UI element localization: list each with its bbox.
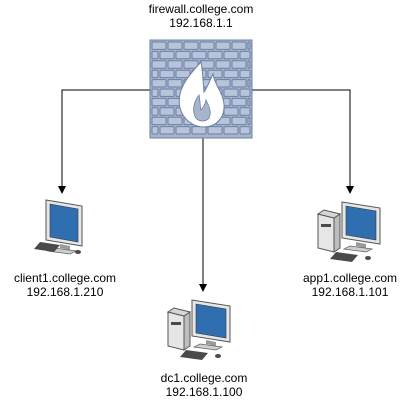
dc1-label: dc1.college.com 192.168.1.100 <box>134 371 274 399</box>
brick <box>239 69 251 79</box>
firewall-label: firewall.college.com 192.168.1.1 <box>126 2 276 30</box>
connectors <box>58 89 354 292</box>
brick <box>167 79 183 88</box>
brick <box>159 69 175 79</box>
app1-ip: 192.168.1.101 <box>311 285 389 299</box>
brick <box>151 41 167 50</box>
brick <box>151 69 159 79</box>
brick <box>239 88 251 97</box>
brick <box>247 60 251 69</box>
brick <box>151 60 167 69</box>
app1-label: app1.college.com 192.168.1.101 <box>280 271 401 299</box>
brick <box>151 116 167 126</box>
brick <box>151 107 159 116</box>
connector-firewall-client1 <box>58 89 150 194</box>
brick <box>231 60 247 69</box>
brick <box>167 41 183 50</box>
brick <box>151 88 159 97</box>
brick <box>183 41 199 50</box>
brick <box>207 126 223 135</box>
brick <box>159 126 175 135</box>
brick <box>167 116 183 126</box>
flame-icon <box>178 60 225 128</box>
client1-ip: 192.168.1.210 <box>26 285 104 299</box>
brick <box>239 107 251 116</box>
brick <box>231 79 247 88</box>
firewall-icon <box>149 39 253 139</box>
client1-label: client1.college.com 192.168.1.210 <box>0 271 135 299</box>
brick <box>175 69 191 79</box>
brick <box>199 41 215 50</box>
brick <box>167 60 183 69</box>
brick <box>215 60 231 69</box>
brick <box>207 50 223 60</box>
brick <box>215 79 231 88</box>
dc1-ip: 192.168.1.100 <box>165 385 243 399</box>
brick <box>151 79 167 88</box>
firewall-hostname: firewall.college.com <box>148 2 254 16</box>
brick <box>223 126 239 135</box>
brick <box>231 97 247 107</box>
brick <box>159 50 175 60</box>
brick <box>175 50 191 60</box>
brick <box>191 126 207 135</box>
brick <box>239 50 251 60</box>
brick <box>223 69 239 79</box>
brick <box>215 41 231 50</box>
client1-hostname: client1.college.com <box>13 271 117 285</box>
brick <box>207 69 223 79</box>
brick <box>239 126 251 135</box>
desktop-computer-icon <box>166 299 231 360</box>
brick <box>159 88 175 97</box>
brick <box>247 79 251 88</box>
app1-hostname: app1.college.com <box>302 271 398 285</box>
dc1-hostname: dc1.college.com <box>160 371 248 385</box>
brick <box>231 116 247 126</box>
workstation-icon <box>34 199 83 255</box>
brick <box>247 116 251 126</box>
brick <box>151 50 159 60</box>
brick <box>223 107 239 116</box>
brick <box>159 107 175 116</box>
brick <box>151 126 159 135</box>
brick <box>223 88 239 97</box>
brick <box>231 41 247 50</box>
firewall-ip: 192.168.1.1 <box>169 16 233 30</box>
brick <box>247 97 251 107</box>
brick <box>151 97 167 107</box>
brick <box>247 41 251 50</box>
brick <box>175 126 191 135</box>
brick <box>223 50 239 60</box>
brick <box>183 60 199 69</box>
connector-firewall-app1 <box>252 89 354 194</box>
brick <box>191 50 207 60</box>
desktop-computer-icon <box>316 201 381 262</box>
